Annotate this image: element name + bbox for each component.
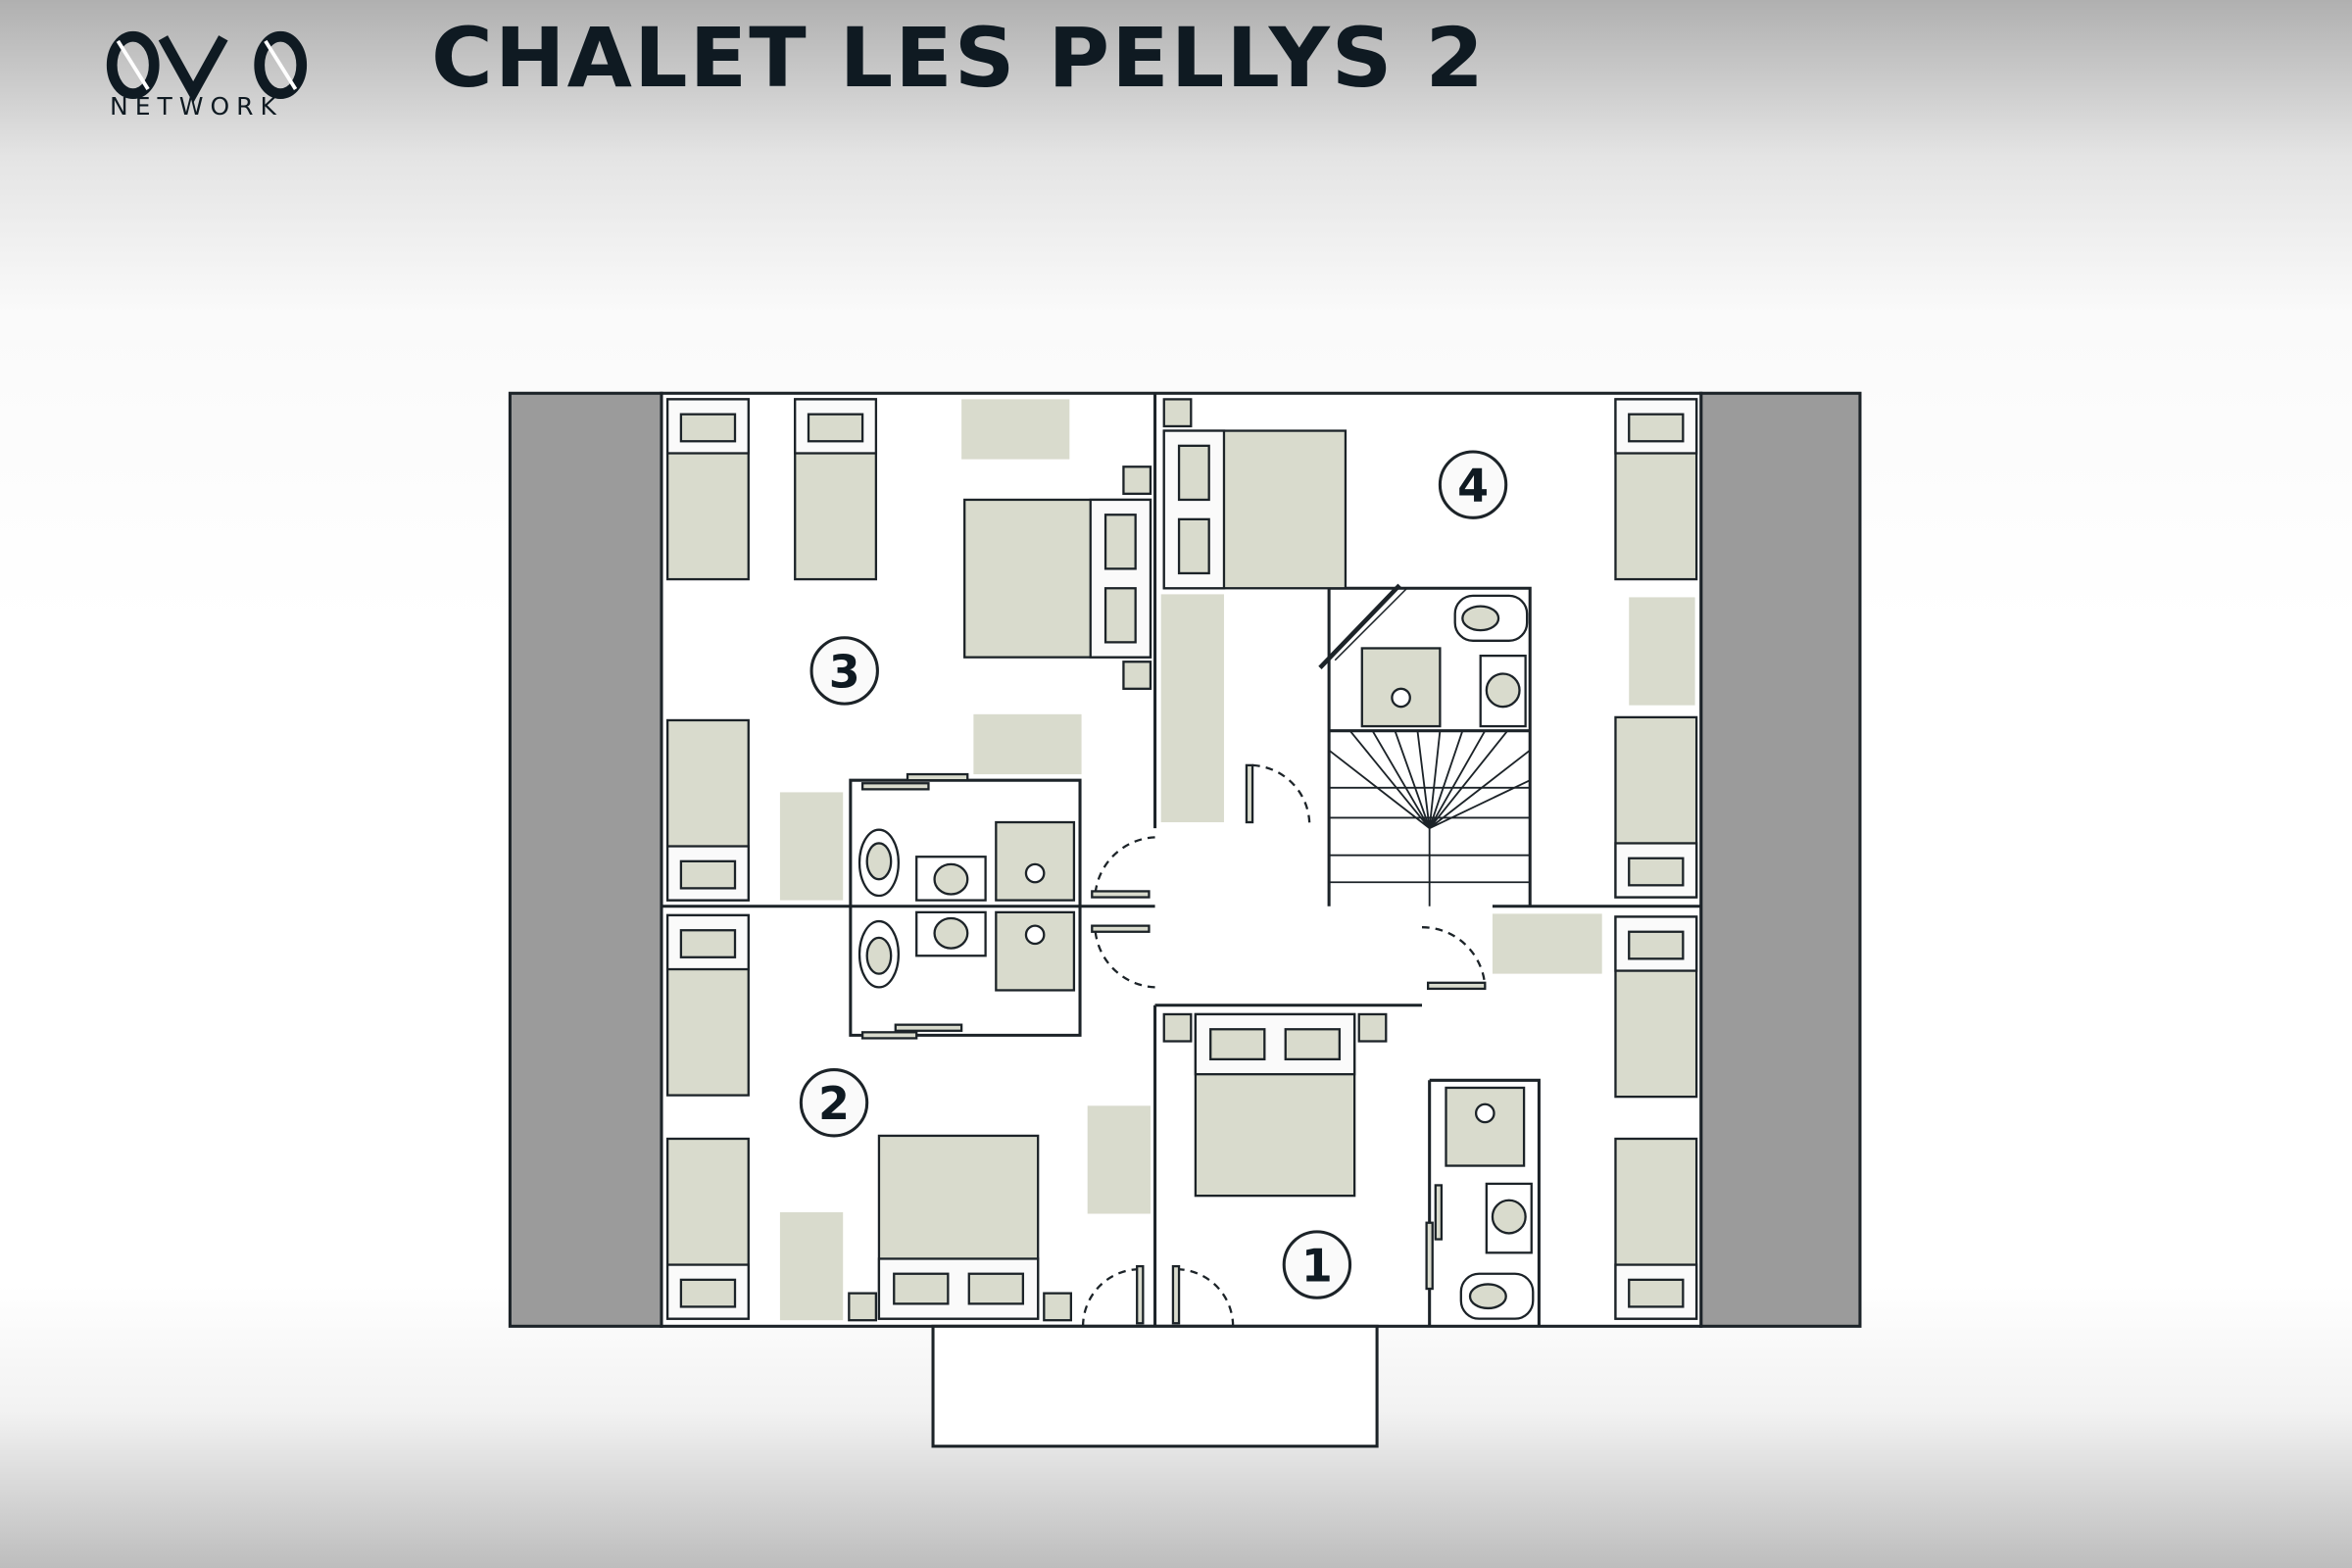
room-number: 3 <box>829 645 860 698</box>
wardrobe <box>779 792 844 901</box>
wardrobe <box>1629 597 1695 706</box>
wardrobe <box>973 713 1082 775</box>
single-bed <box>794 398 878 581</box>
single-bed <box>665 1137 750 1320</box>
room-number-badge: 3 <box>809 636 879 706</box>
exterior-right <box>1699 391 1862 1328</box>
ovo-network-logo <box>106 30 308 104</box>
wardrobe <box>961 399 1070 460</box>
room-number-badge: 4 <box>1438 450 1508 519</box>
door-leaves <box>860 583 1487 1325</box>
bathroom-fixtures <box>858 594 1535 1320</box>
balcony <box>931 1324 1379 1448</box>
nightstand <box>1357 1012 1388 1043</box>
nightstand <box>1043 1292 1073 1322</box>
single-bed <box>665 718 750 902</box>
single-bed <box>1614 1137 1698 1320</box>
single-bed <box>665 398 750 581</box>
nightstand <box>1122 466 1152 495</box>
wardrobe <box>1492 913 1602 974</box>
page-title: CHALET LES PELLYS 2 <box>431 10 1487 106</box>
single-bed <box>1614 715 1698 899</box>
single-bed <box>1614 398 1698 581</box>
single-bed <box>1614 915 1698 1099</box>
logo-network-text: NETWORK <box>110 92 283 121</box>
wardrobe <box>1160 594 1224 823</box>
interior-walls <box>662 393 1701 1327</box>
single-bed <box>665 913 750 1097</box>
nightstand <box>1162 1012 1193 1043</box>
nightstand <box>1162 398 1193 428</box>
nightstand <box>848 1292 878 1322</box>
double-bed <box>1194 1012 1356 1198</box>
staircase <box>1328 730 1531 906</box>
wardrobe <box>1087 1105 1151 1214</box>
double-bed <box>877 1134 1040 1320</box>
room-number-badge: 2 <box>799 1068 869 1138</box>
double-bed <box>1162 429 1348 590</box>
nightstand <box>1122 661 1152 690</box>
room-number-badge: 1 <box>1282 1230 1352 1299</box>
doors <box>1081 763 1487 1327</box>
exterior-left <box>508 391 663 1328</box>
room-number: 1 <box>1301 1239 1333 1292</box>
double-bed <box>963 498 1152 659</box>
room-number: 2 <box>818 1077 850 1130</box>
wardrobe <box>779 1211 844 1321</box>
room-number: 4 <box>1457 459 1489 512</box>
